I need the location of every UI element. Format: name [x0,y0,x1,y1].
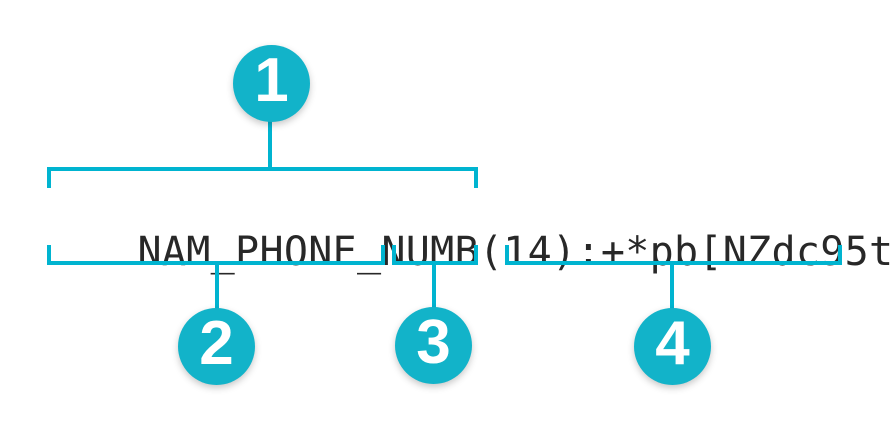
connector-line-1 [268,118,272,171]
connector-line-3 [432,261,436,310]
callout-number-4: 4 [655,309,690,378]
callout-number-2: 2 [199,309,234,378]
callout-number-3: 3 [416,308,451,377]
bracket-region-1 [47,167,478,188]
callout-number-1: 1 [254,46,289,115]
callout-circle-4: 4 [634,308,711,385]
connector-line-4 [670,261,674,311]
callout-circle-2: 2 [178,308,255,385]
connector-line-2 [215,261,219,311]
callout-circle-3: 3 [395,307,472,384]
code-field-name: NAM_PHONE_NUMB [137,229,479,275]
code-length: (14) [478,229,577,275]
code-separator: : [576,229,601,275]
code-string: NAM_PHONE_NUMB(14):+*pb[NZdc95tLB [40,192,890,312]
callout-circle-1: 1 [233,45,310,122]
